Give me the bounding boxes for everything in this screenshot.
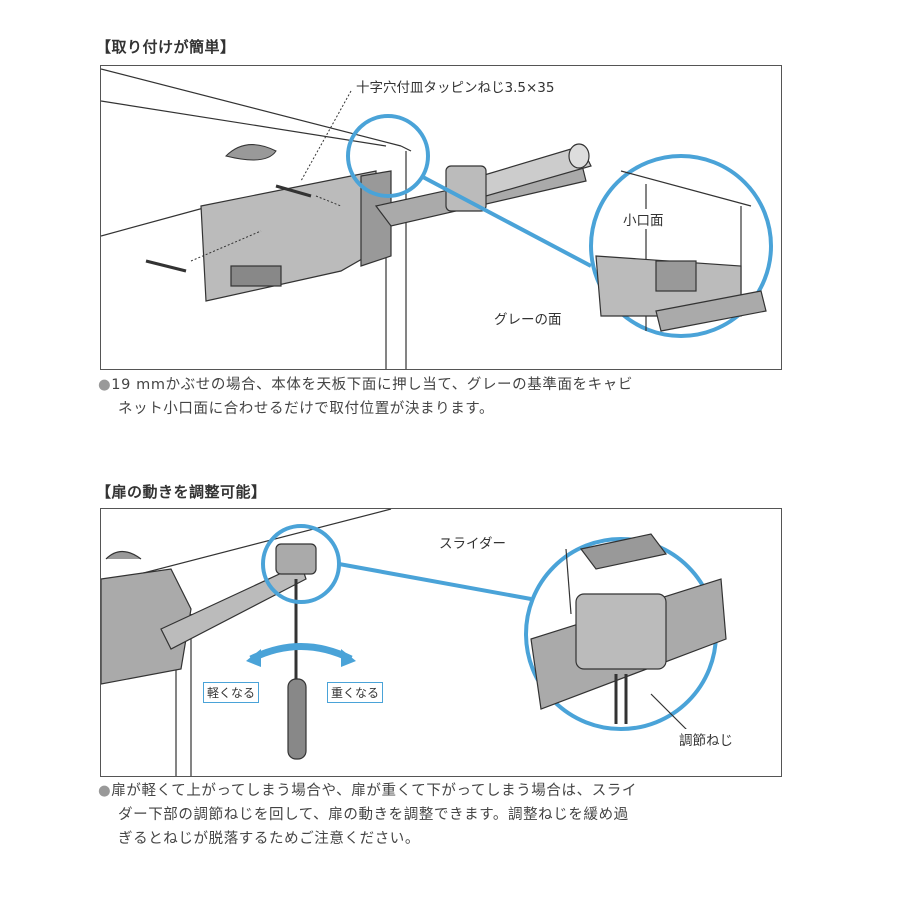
lift-mechanism-body	[200, 143, 592, 302]
adjust-screw-label: 調節ねじ	[679, 729, 733, 749]
note-line: ネット小口面に合わせるだけで取付位置が決まります。	[118, 401, 495, 417]
section1-heading: 【取り付けが簡単】	[96, 38, 236, 56]
lighter-label: 軽くなる	[203, 682, 260, 703]
gray-face-label: グレーの面	[494, 308, 562, 328]
note-line: 19 mmかぶせの場合、本体を天板下面に押し当て、グレーの基準面をキャビ	[111, 377, 633, 393]
bullet-icon: ●	[98, 783, 112, 799]
note-line: 扉が軽くて上がってしまう場合や、扉が重くて下がってしまう場合は、スライ	[111, 783, 638, 799]
adjustment-illustration: スライダー 軽くなる 重くなる 調節ねじ	[100, 508, 782, 777]
section2-note: ●扉が軽くて上がってしまう場合や、扉が重くて下がってしまう場合は、スライ ダー下…	[98, 779, 788, 851]
note-line: ぎるとねじが脱落するためご注意ください。	[118, 831, 420, 847]
slider-label: スライダー	[439, 532, 506, 552]
note-line: ダー下部の調節ねじを回して、扉の動きを調整できます。調整ねじを緩め過	[118, 807, 629, 823]
screw-icons	[145, 144, 312, 273]
installation-illustration: 十字穴付皿タッピンねじ3.5×35 小口面 グレーの面	[100, 65, 782, 370]
section2-heading: 【扉の動きを調整可能】	[96, 483, 267, 501]
section1-note: ●19 mmかぶせの場合、本体を天板下面に押し当て、グレーの基準面をキャビ ネッ…	[98, 373, 788, 421]
heavier-label: 重くなる	[327, 682, 384, 703]
bullet-icon: ●	[98, 377, 112, 393]
rotate-arrow-icon	[249, 643, 353, 663]
edge-face-label: 小口面	[623, 209, 664, 229]
screw-label: 十字穴付皿タッピンねじ3.5×35	[356, 76, 555, 96]
